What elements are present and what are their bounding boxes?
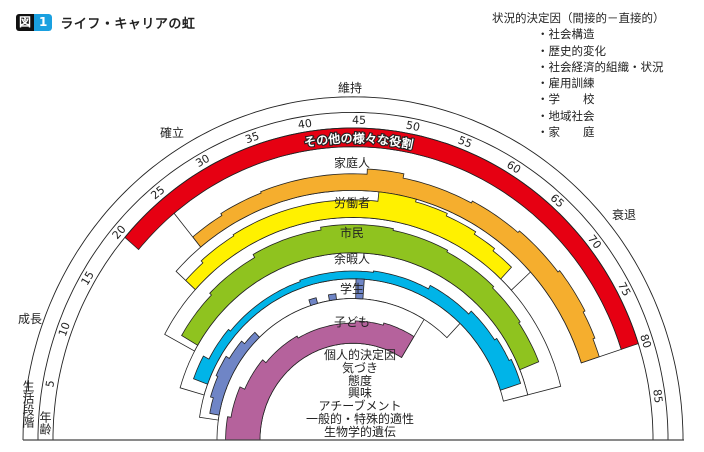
legend-item: 社会構造 [537,26,665,42]
legend-item: 歴史的変化 [537,43,665,59]
role-band [185,191,513,291]
age-tick-label: 15 [79,269,97,288]
personal-determinant: 一般的・特殊的適性 [305,411,414,426]
ring-arc [37,111,669,441]
age-axis-label: 年齢 [38,411,52,435]
figure-badge: 図 1 [16,14,53,31]
legend-title: 状況的決定因（間接的－直接的） [492,11,665,25]
role-label-leisurite: 余暇人 [334,251,370,266]
personal-determinant: 態度 [347,373,372,388]
age-tick-label: 30 [193,152,212,170]
personal-determinant-title: 個人的決定因 [323,348,396,362]
role-band [209,331,261,416]
legend-item: 地域社会 [537,108,665,124]
age-tick-label: 50 [405,119,421,134]
figure-badge-number: 1 [34,14,53,31]
age-tick-label: 75 [615,280,633,298]
role-band [355,278,365,300]
age-tick-label: 85 [650,388,665,404]
personal-determinant: 興味 [347,386,372,401]
role-label-child: 子ども [334,315,370,329]
age-tick-label: 5 [43,379,57,388]
role-label-citizen: 市民 [340,225,364,240]
personal-determinant: 気づき [341,360,378,375]
stage-label-decline: 衰退 [612,207,636,222]
role-band [225,320,415,441]
legend-item: 家 庭 [537,124,665,140]
ring-arc [22,96,684,441]
role-band [192,168,600,364]
age-tick-label: 45 [352,114,366,127]
role-band [327,293,337,302]
role-label-worker: 労働者 [334,196,370,210]
personal-determinants: 個人的決定因 気づき 態度 興味 アチーブメント 一般的・特殊的適性 生物学的遺… [260,349,460,439]
role-band [308,297,319,307]
legend-item: 雇用訓練 [537,75,665,91]
figure-header: 図 1 ライフ・キャリアの虹 [16,13,195,32]
legend-item: 学 校 [537,91,665,107]
age-tick-label: 40 [297,117,313,132]
age-tick-label: 35 [243,129,260,146]
stage-label-maintenance: 維持 [338,80,362,95]
personal-determinant: アチーブメント [318,399,402,414]
stage-label-growth: 成長 [18,312,42,326]
age-tick-label: 80 [637,333,654,350]
figure-title: ライフ・キャリアの虹 [60,17,196,32]
age-tick-label: 55 [456,134,474,151]
role-band [192,270,522,391]
ring-arc [52,127,654,441]
role-label-homemaker: 家庭人 [334,155,370,170]
life-stage-axis-label: 生活段階 [21,380,35,428]
situational-determinants-legend: 状況的決定因（間接的－直接的） 社会構造 歴史的変化 社会経済的組織・状況 雇用… [492,10,665,140]
stage-label-establishment: 確立 [160,125,184,140]
personal-determinant: 生物学的遺伝 [323,424,396,439]
figure-badge-kanji: 図 [16,14,35,31]
role-band [181,224,540,371]
age-tick-label: 60 [504,158,523,176]
age-tick-label: 20 [110,223,129,242]
age-tick-label: 10 [56,320,73,338]
role-label-student: 学生 [340,281,364,296]
legend-item: 社会経済的組織・状況 [537,59,665,75]
